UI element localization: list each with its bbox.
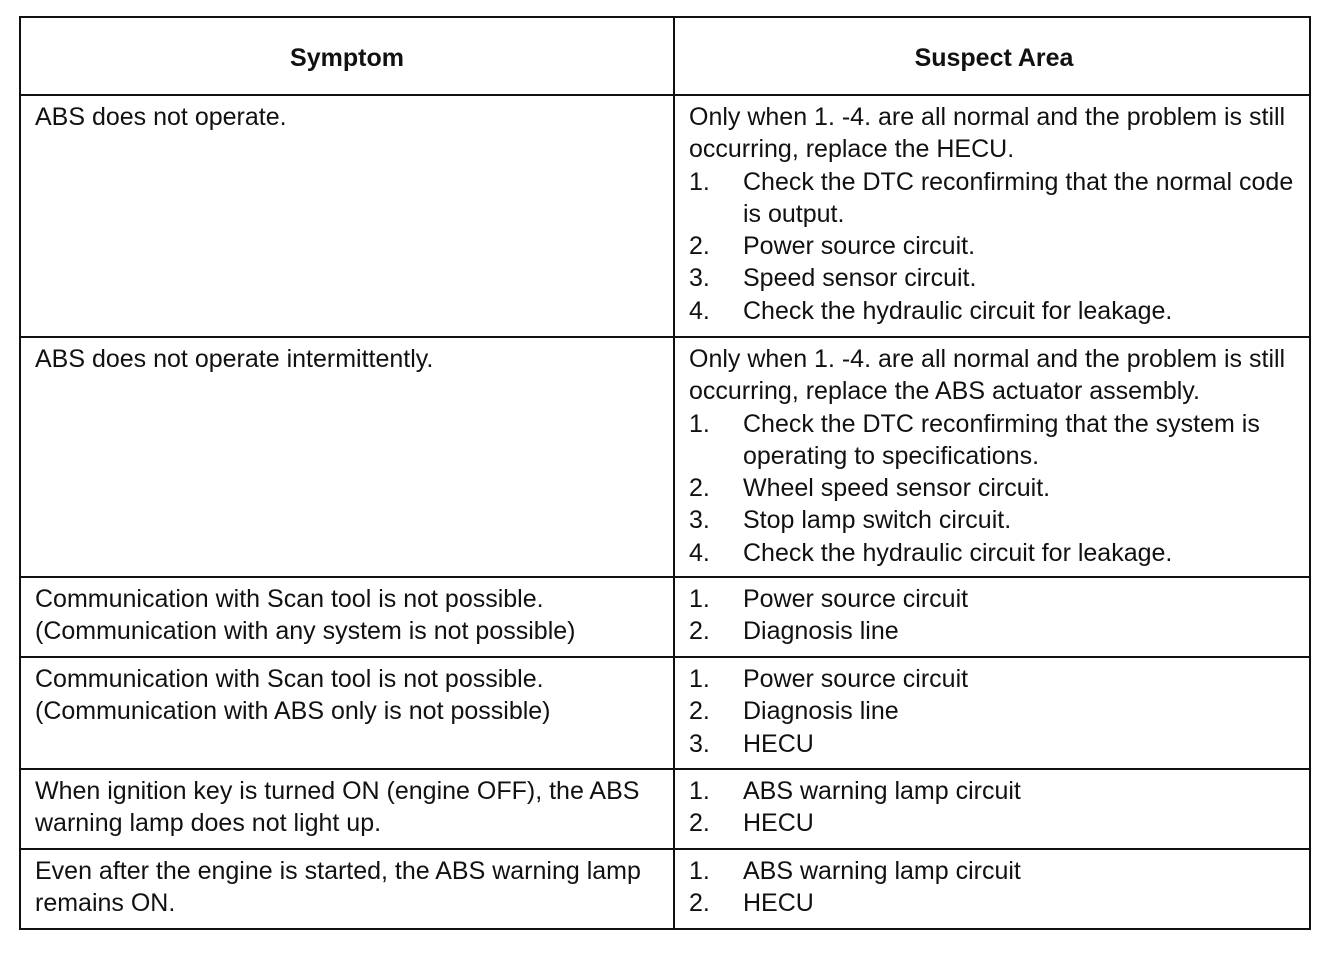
list-item-text: Wheel speed sensor circuit.	[743, 474, 1051, 503]
suspect-area-cell: 1. Power source circuit 2. Diagnosis line	[675, 578, 1309, 658]
list-item: 2. Diagnosis line	[689, 695, 1299, 727]
suspect-area-list: 1. ABS warning lamp circuit 2. HECU	[689, 855, 1299, 920]
list-item-number: 2.	[689, 697, 710, 726]
list-item-text: ABS warning lamp circuit	[743, 777, 1021, 805]
list-item-text: Power source circuit	[743, 665, 969, 693]
list-item-text: Check the hydraulic circuit for leakage.	[743, 296, 1173, 325]
list-item: 1. Check the DTC reconfirming that the sy…	[689, 408, 1299, 473]
list-item-number: 4.	[689, 538, 710, 567]
list-item-number: 2.	[689, 617, 710, 646]
list-item: 3. HECU	[689, 728, 1299, 760]
list-item: 4. Check the hydraulic circuit for leakag…	[689, 295, 1299, 327]
suspect-area-list: 1. Check the DTC reconfirming that the no…	[689, 166, 1299, 327]
list-item: 4. Check the hydraulic circuit for leakag…	[689, 537, 1299, 569]
symptom-header: Symptom	[21, 18, 675, 96]
list-item: 1. Check the DTC reconfirming that the no…	[689, 166, 1299, 231]
list-item: 2. Diagnosis line	[689, 615, 1299, 647]
list-item-number: 3.	[689, 729, 710, 758]
list-item-number: 1.	[689, 409, 710, 438]
list-item: 2. Wheel speed sensor circuit.	[689, 472, 1299, 504]
list-item-text: Stop lamp switch circuit.	[743, 506, 1012, 535]
symptom-cell: Communication with Scan tool is not poss…	[21, 658, 675, 770]
suspect-area-list: 1. ABS warning lamp circuit 2. HECU	[689, 775, 1299, 840]
list-item-text: Speed sensor circuit.	[743, 264, 977, 293]
list-item-number: 3.	[689, 264, 710, 293]
list-item: 2. HECU	[689, 887, 1299, 919]
list-item: 1. Power source circuit	[689, 583, 1299, 615]
list-item-text: HECU	[743, 889, 814, 918]
suspect-area-header: Suspect Area	[675, 18, 1309, 96]
suspect-area-intro: Only when 1. -4. are all normal and the …	[689, 103, 1286, 164]
list-item-text: Check the hydraulic circuit for leakage.	[743, 538, 1173, 567]
list-item-text: Diagnosis line	[743, 617, 899, 646]
list-item-number: 3.	[689, 506, 710, 535]
list-item-number: 2.	[689, 232, 710, 261]
symptom-cell: ABS does not operate.	[21, 96, 675, 338]
symptom-cell: ABS does not operate intermittently.	[21, 338, 675, 578]
suspect-area-cell: 1. ABS warning lamp circuit 2. HECU	[675, 850, 1309, 928]
list-item-text: Power source circuit	[743, 585, 969, 613]
list-item-text: Power source circuit.	[743, 232, 976, 261]
list-item-text: HECU	[743, 809, 814, 838]
list-item-number: 2.	[689, 809, 710, 838]
suspect-area-cell: 1. ABS warning lamp circuit 2. HECU	[675, 770, 1309, 850]
symptom-cell: When ignition key is turned ON (engine O…	[21, 770, 675, 850]
list-item-number: 2.	[689, 474, 710, 503]
suspect-area-cell: Only when 1. -4. are all normal and the …	[675, 96, 1309, 338]
suspect-area-list: 1. Power source circuit 2. Diagnosis line	[689, 583, 1299, 648]
suspect-area-list: 1. Check the DTC reconfirming that the sy…	[689, 408, 1299, 569]
list-item-text: Check the DTC reconfirming that the syst…	[743, 409, 1260, 470]
list-item-text: ABS warning lamp circuit	[743, 857, 1021, 885]
list-item-text: HECU	[743, 729, 814, 758]
list-item: 3. Stop lamp switch circuit.	[689, 504, 1299, 536]
symptom-cell: Even after the engine is started, the AB…	[21, 850, 675, 928]
list-item-number: 2.	[689, 889, 710, 918]
list-item: 2. HECU	[689, 807, 1299, 839]
list-item: 1. Power source circuit	[689, 663, 1299, 695]
list-item-number: 1.	[689, 857, 710, 885]
list-item-number: 4.	[689, 296, 710, 325]
list-item: 2. Power source circuit.	[689, 230, 1299, 262]
suspect-area-cell: Only when 1. -4. are all normal and the …	[675, 338, 1309, 578]
suspect-area-intro: Only when 1. -4. are all normal and the …	[689, 345, 1286, 406]
list-item-number: 1.	[689, 167, 710, 196]
list-item-number: 1.	[689, 585, 710, 613]
list-item: 1. ABS warning lamp circuit	[689, 775, 1299, 807]
symptom-cell: Communication with Scan tool is not poss…	[21, 578, 675, 658]
list-item-number: 1.	[689, 777, 710, 805]
list-item: 1. ABS warning lamp circuit	[689, 855, 1299, 887]
list-item-text: Check the DTC reconfirming that the norm…	[743, 167, 1294, 228]
list-item-number: 1.	[689, 665, 710, 693]
list-item: 3. Speed sensor circuit.	[689, 262, 1299, 294]
list-item-text: Diagnosis line	[743, 697, 899, 726]
troubleshooting-table: Symptom Suspect Area ABS does not operat…	[19, 16, 1311, 930]
